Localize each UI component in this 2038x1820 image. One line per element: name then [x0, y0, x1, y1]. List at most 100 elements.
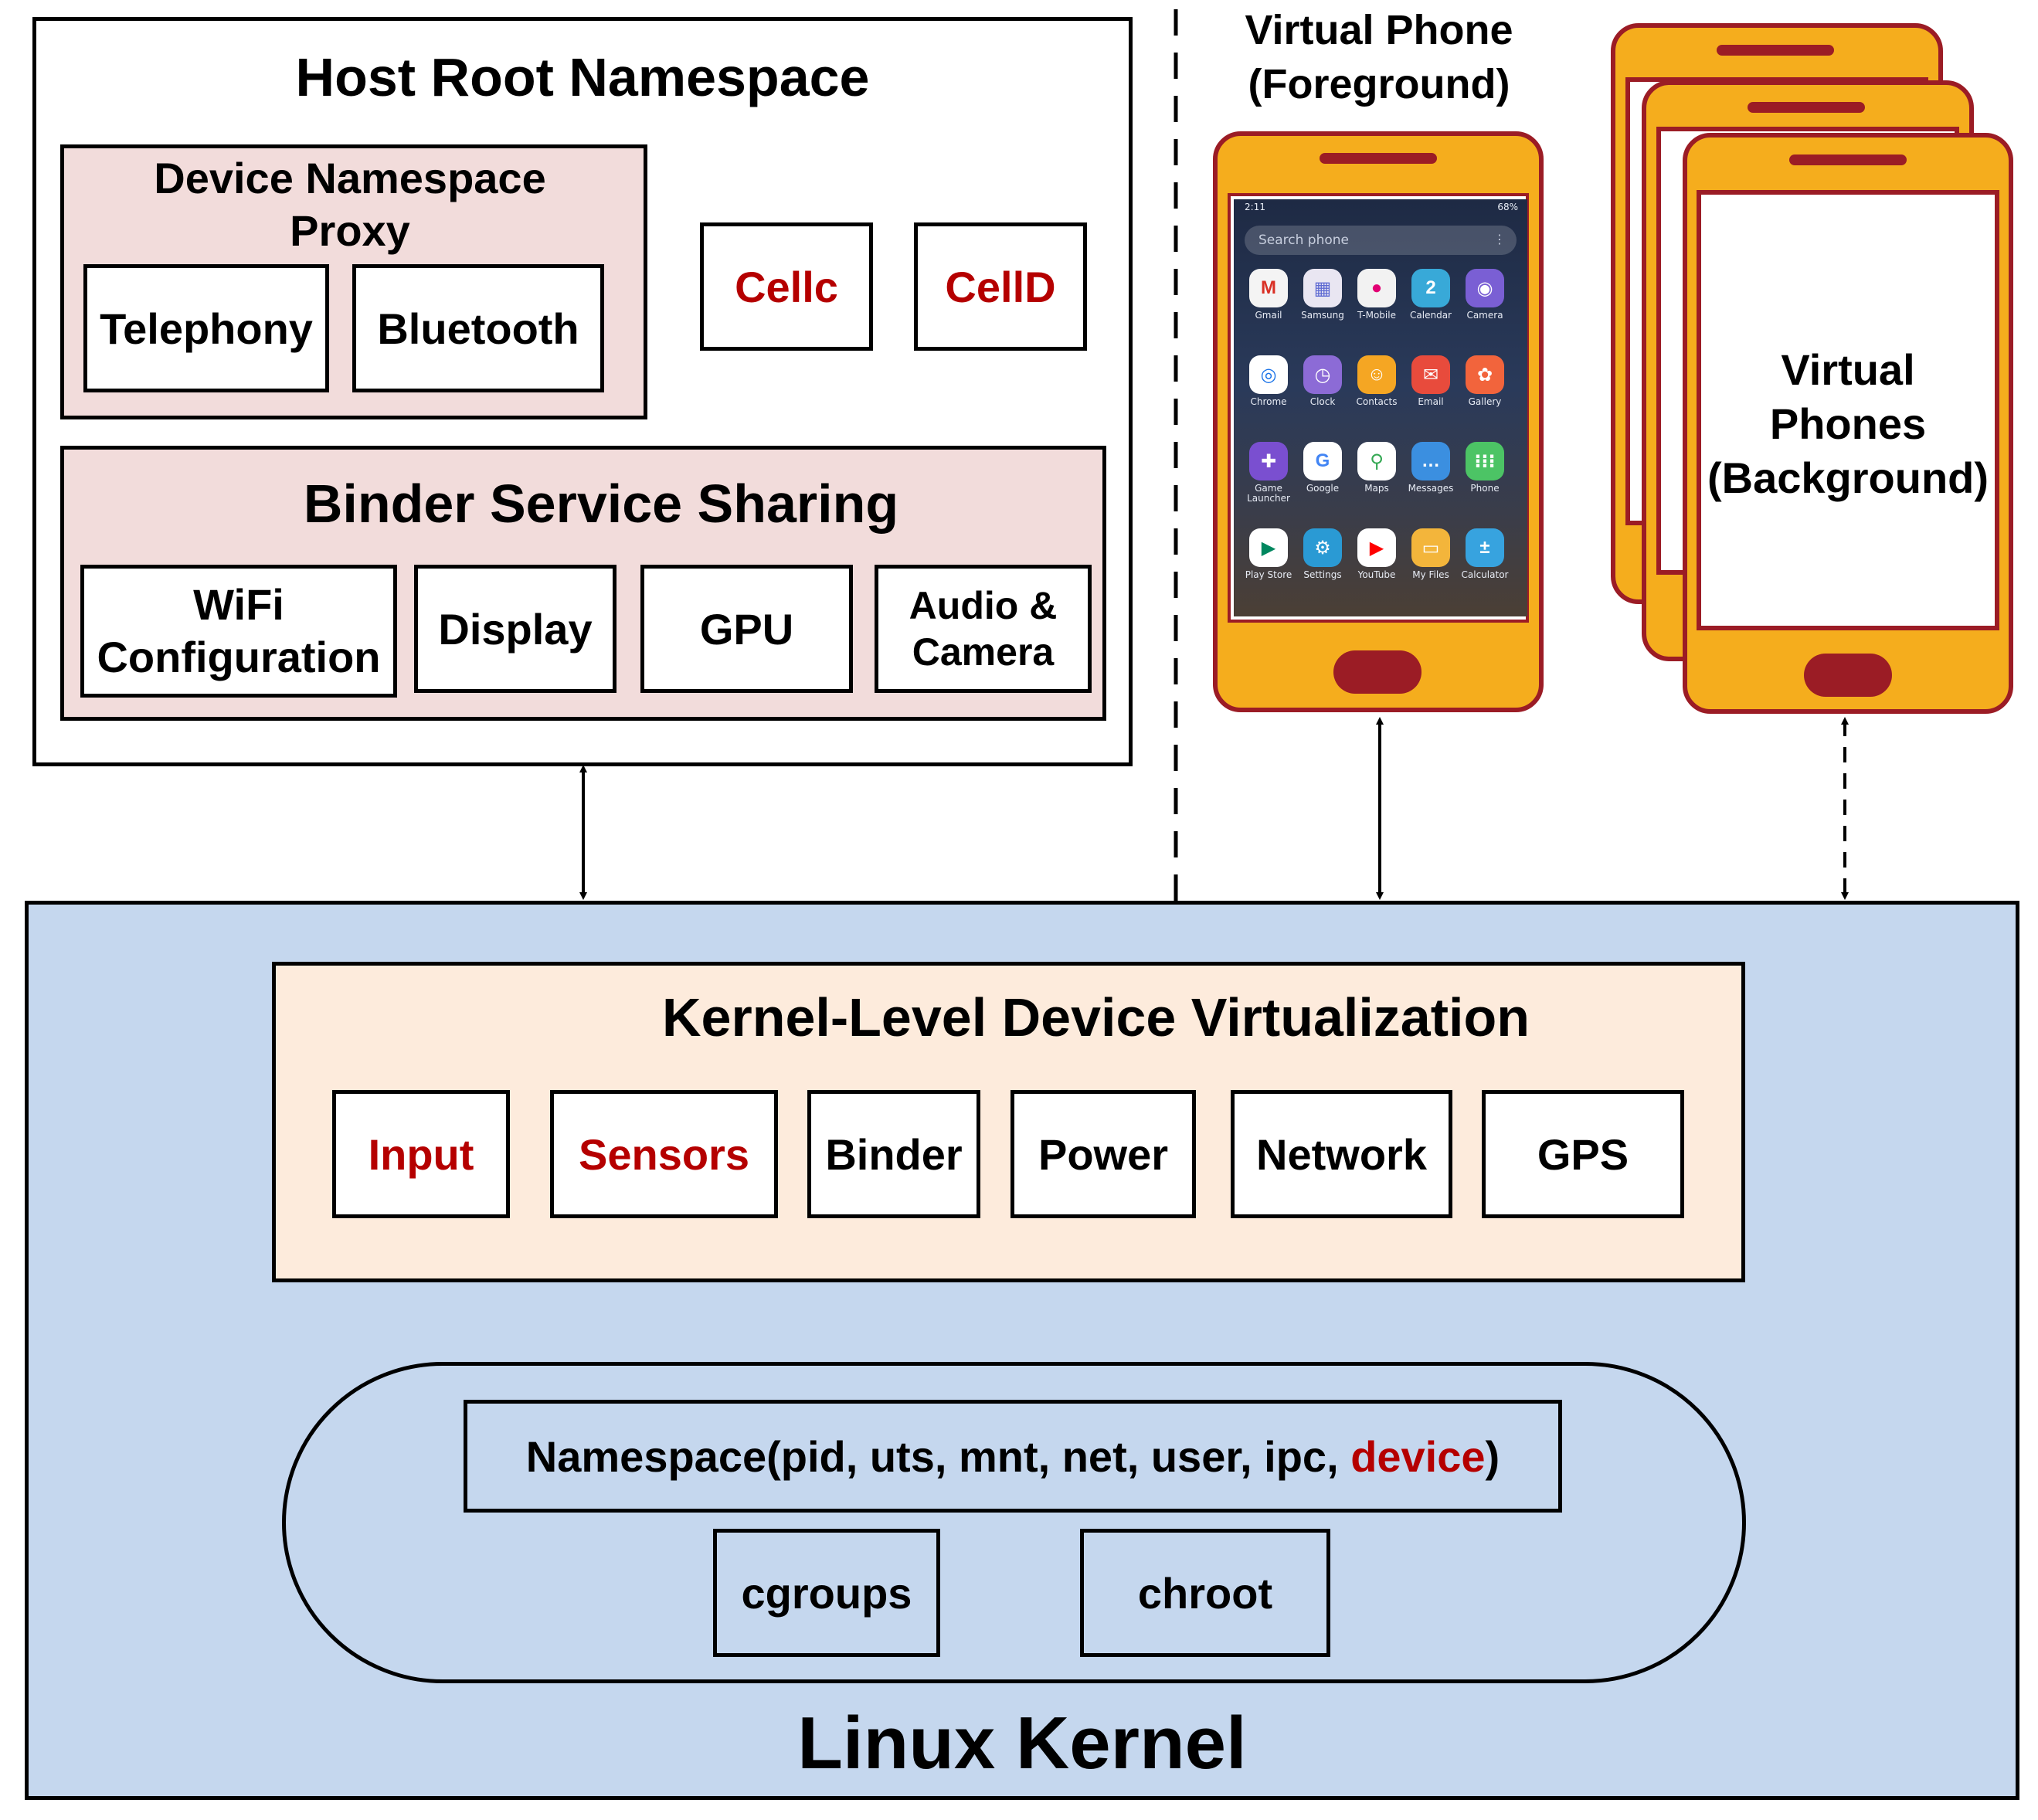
foreground-phone-speaker [1320, 153, 1437, 164]
app-label: Maps [1364, 483, 1389, 494]
app-label: Clock [1309, 396, 1336, 407]
audio-line2: Camera [912, 630, 1055, 674]
app-youtube[interactable]: ▶ YouTube [1350, 528, 1404, 580]
app-messages[interactable]: … Messages [1404, 442, 1458, 494]
app-clock-icon: ◷ [1303, 355, 1342, 394]
app-chrome-icon: ◎ [1249, 355, 1288, 394]
status-time: 2:11 [1245, 202, 1265, 212]
app-label: Game Launcher [1247, 483, 1290, 504]
app-label: Messages [1408, 483, 1454, 494]
background-phone-front-speaker [1789, 154, 1907, 165]
kldv-title: Kernel-Level Device Virtualization [661, 987, 1530, 1048]
namespace-device: device [1350, 1431, 1486, 1481]
app-label: Play Store [1245, 569, 1292, 580]
namespace-prefix: Namespace(pid, uts, mnt, net, user, ipc, [525, 1431, 1351, 1481]
celld-box: CellD [914, 222, 1087, 351]
app-label: Contacts [1356, 396, 1398, 407]
wifi-line2: Configuration [97, 633, 381, 681]
app-clock[interactable]: ◷ Clock [1296, 355, 1350, 407]
search-phone-placeholder: Search phone [1258, 233, 1350, 248]
app-label: T-Mobile [1357, 310, 1396, 321]
app-contacts[interactable]: ☺ Contacts [1350, 355, 1404, 407]
app-label: Phone [1470, 483, 1500, 494]
more-options-icon[interactable]: ⋮ [1493, 232, 1506, 246]
app-label: Calendar [1410, 310, 1452, 321]
background-phone-front-screen [1697, 190, 1999, 630]
app-phone-icon: ⁝⁝⁝ [1466, 442, 1504, 480]
app-label: Google [1306, 483, 1340, 494]
background-phone-back-speaker [1717, 45, 1834, 56]
app-camera[interactable]: ◉ Camera [1458, 269, 1512, 321]
binder-box: Binder [807, 1090, 980, 1218]
app-settings-icon: ⚙ [1303, 528, 1342, 567]
app-label: Gallery [1468, 396, 1502, 407]
bg-title-line3: (Background) [1707, 453, 1989, 502]
app-phone[interactable]: ⁝⁝⁝ Phone [1458, 442, 1512, 494]
wifi-line1: WiFi [193, 580, 284, 629]
telephony-box: Telephony [83, 264, 329, 392]
app-camera-icon: ◉ [1466, 269, 1504, 307]
display-box: Display [414, 565, 616, 693]
app-gmail-icon: M [1249, 269, 1288, 307]
app-chrome[interactable]: ◎Chrome [1241, 355, 1296, 407]
app-play-store[interactable]: ▶ Play Store [1241, 528, 1296, 580]
network-box: Network [1231, 1090, 1452, 1218]
app-label: Email [1418, 396, 1444, 407]
namespace-suffix: ) [1485, 1431, 1500, 1481]
cgroups-box: cgroups [713, 1529, 940, 1657]
app-contacts-icon: ☺ [1357, 355, 1396, 394]
app-email-icon: ✉ [1411, 355, 1450, 394]
sensors-box: Sensors [550, 1090, 778, 1218]
app-samsung[interactable]: ▦ Samsung [1296, 269, 1350, 321]
bg-title-line1: Virtual [1781, 345, 1915, 394]
app-maps[interactable]: ⚲ Maps [1350, 442, 1404, 494]
search-phone-bar[interactable]: Search phone ⋮ [1245, 226, 1517, 255]
app-samsung-icon: ▦ [1303, 269, 1342, 307]
app-t-mobile-icon: ● [1357, 269, 1396, 307]
host-root-title: Host Root Namespace [295, 47, 870, 107]
app-label: Camera [1466, 310, 1503, 321]
binder-service-sharing-title: Binder Service Sharing [303, 474, 899, 534]
app-gmail[interactable]: M Gmail [1241, 269, 1296, 321]
app-messages-icon: … [1411, 442, 1450, 480]
isolation-capsule [282, 1362, 1746, 1683]
app-label: Calculator [1461, 569, 1509, 580]
linux-kernel-title: Linux Kernel [797, 1702, 1247, 1784]
fg-title-line2: (Foreground) [1248, 61, 1510, 107]
audio-camera-box: Audio & Camera [875, 565, 1092, 693]
namespace-box: Namespace(pid, uts, mnt, net, user, ipc,… [464, 1400, 1562, 1513]
gps-box: GPS [1482, 1090, 1684, 1218]
app-gallery[interactable]: ✿Gallery [1458, 355, 1512, 407]
fg-title-line1: Virtual Phone [1245, 7, 1513, 53]
input-box: Input [332, 1090, 510, 1218]
app-youtube-icon: ▶ [1357, 528, 1396, 567]
app-my-files-icon: ▭ [1411, 528, 1450, 567]
app-t-mobile[interactable]: ● T-Mobile [1350, 269, 1404, 321]
app-calendar-icon: 2 [1411, 269, 1450, 307]
app-settings[interactable]: ⚙Settings [1296, 528, 1350, 580]
app-play-store-icon: ▶ [1249, 528, 1288, 567]
wifi-configuration-box: WiFi Configuration [80, 565, 397, 698]
status-bar: 2:11 68% [1234, 199, 1527, 216]
home-screen: 2:11 68% Search phone ⋮ M Gmail ▦ Samsung ● T… [1234, 199, 1527, 616]
app-my-files[interactable]: ▭ My Files [1404, 528, 1458, 580]
audio-line1: Audio & [909, 584, 1058, 627]
app-game-launcher[interactable]: ✚Game Launcher [1241, 442, 1296, 504]
app-calculator[interactable]: ±Calculator [1458, 528, 1512, 580]
power-box: Power [1011, 1090, 1196, 1218]
app-email[interactable]: ✉ Email [1404, 355, 1458, 407]
background-phone-front-home-button [1804, 654, 1892, 697]
app-label: Samsung [1301, 310, 1344, 321]
bluetooth-box: Bluetooth [352, 264, 604, 392]
app-maps-icon: ⚲ [1357, 442, 1396, 480]
app-label: YouTube [1357, 569, 1396, 580]
device-namespace-proxy-title: Device Namespace Proxy [154, 154, 546, 255]
app-label: Gmail [1255, 310, 1282, 321]
cellc-box: Cellc [700, 222, 873, 351]
virtual-phones-background-title: Virtual Phones (Background) [1697, 343, 1999, 505]
status-battery: 68% [1497, 202, 1518, 212]
app-label: My Files [1412, 569, 1449, 580]
background-phone-middle-speaker [1748, 102, 1865, 113]
